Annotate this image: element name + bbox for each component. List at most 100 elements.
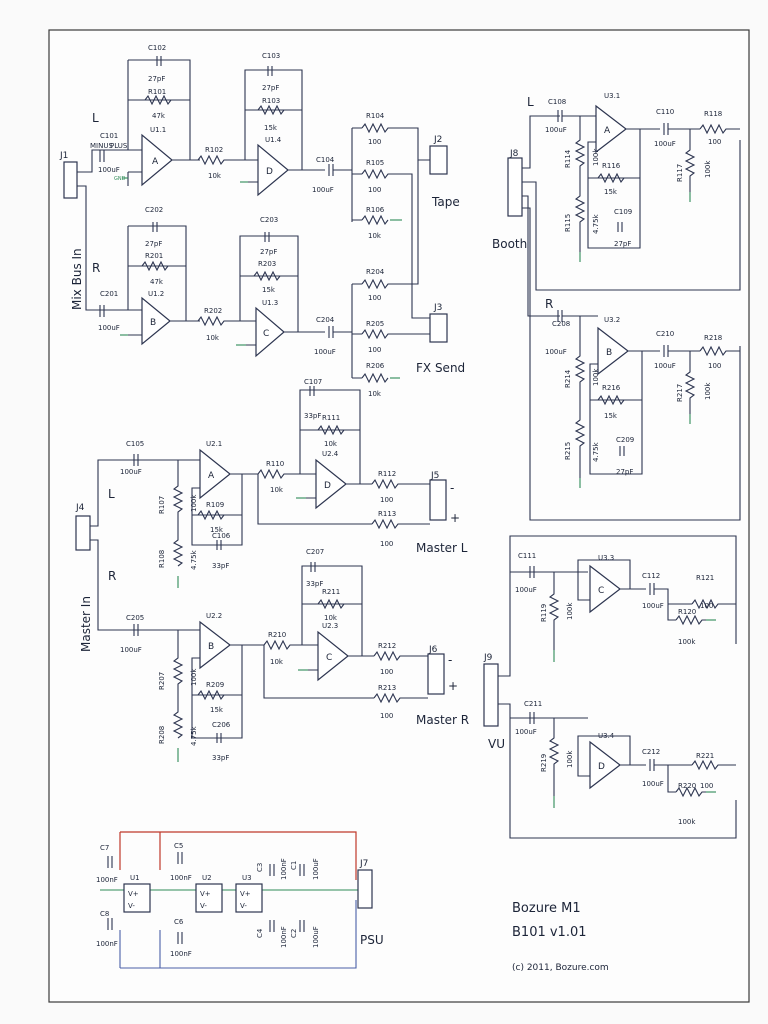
r211-ref: R211 [322, 588, 340, 596]
u3-4-opamp[interactable] [589, 740, 621, 790]
u2-2-opamp[interactable] [199, 620, 231, 670]
j7-label: J7 [359, 859, 368, 869]
r112-value: 100 [380, 496, 393, 504]
psu-label: PSU [360, 933, 384, 947]
r119-value: 100k [566, 602, 574, 620]
u2-1-opamp[interactable] [199, 448, 231, 500]
u3-4-unit: D [598, 762, 605, 772]
c5-symbol [177, 852, 183, 864]
u3-3-unit: C [598, 586, 604, 596]
r103-ref: R103 [262, 97, 280, 105]
r110-ref: R110 [266, 460, 284, 468]
vu-section: J9 VU C111 100uF R119 100k C U3.3 C112 1… [483, 535, 737, 839]
u3-power-ic[interactable] [235, 883, 263, 913]
u3-2-ref: U3.2 [604, 316, 620, 324]
r217-symbol [684, 351, 696, 414]
u2-1-unit: A [208, 471, 215, 481]
c105-symbol [133, 454, 139, 466]
c212-symbol [640, 759, 692, 793]
r114-value: 100k [592, 148, 600, 166]
r220-symbol [675, 786, 706, 798]
j7-connector[interactable] [357, 869, 373, 909]
r107-value: 100k [190, 494, 198, 512]
j2-connector[interactable] [429, 145, 448, 175]
u1-1-opamp[interactable] [141, 133, 173, 187]
u2-power-ic[interactable] [195, 883, 223, 913]
c106-symbol [216, 540, 222, 550]
r108-value: 4.75k [190, 549, 198, 570]
r107-ref: R107 [158, 496, 166, 514]
u2-3-opamp[interactable] [317, 630, 349, 682]
master-section: Master In L R J4 C105 100uF R107 100k R1… [75, 378, 469, 762]
r112-symbol [371, 478, 430, 490]
r203-value: 15k [262, 286, 276, 294]
c211-value: 100uF [515, 728, 537, 736]
mix-bus-section: Mix Bus In L R J1 C101 100uF MINUS PLUS … [59, 44, 465, 398]
j9-connector[interactable] [483, 663, 499, 727]
c110-ref: C110 [656, 108, 674, 116]
c103-ref: C103 [262, 52, 280, 60]
c107-value: 33pF [304, 412, 321, 420]
j8-connector[interactable] [507, 157, 523, 217]
c107-symbol [309, 386, 315, 396]
u1-1-unit: A [152, 157, 159, 167]
r212-ref: R212 [378, 642, 396, 650]
c204-symbol [312, 326, 352, 338]
c209-ref: C209 [616, 436, 634, 444]
r104-value: 100 [368, 138, 381, 146]
c3-ref: C3 [256, 863, 264, 872]
u2-vminus: V- [200, 902, 207, 910]
r101-symbol [144, 94, 172, 106]
r121-value: 100 [700, 602, 713, 610]
c3-symbol [269, 864, 275, 876]
c104-ref: C104 [316, 156, 335, 164]
c6-value: 100nF [170, 950, 192, 958]
u1-3-opamp[interactable] [255, 306, 285, 358]
u3-1-ref: U3.1 [604, 92, 620, 100]
c207-value: 33pF [306, 580, 323, 588]
u3-1-opamp[interactable] [595, 104, 627, 154]
r116-value: 15k [604, 188, 618, 196]
c201-value: 100uF [98, 324, 120, 332]
c6-ref: C6 [174, 918, 184, 926]
u3-3-opamp[interactable] [589, 564, 621, 614]
r204-symbol [361, 160, 419, 290]
u2-2-unit: B [208, 642, 214, 652]
j4-connector[interactable] [75, 515, 91, 551]
r103-symbol [257, 104, 285, 116]
r112-ref: R112 [378, 470, 396, 478]
r105-symbol [361, 168, 430, 319]
c112-ref: C112 [642, 572, 660, 580]
r114-r115-symbol [574, 116, 586, 252]
u2-1-wires [160, 459, 258, 546]
c111-ref: C111 [518, 552, 536, 560]
booth-label: Booth [492, 237, 527, 251]
u1-power-ic[interactable] [123, 883, 151, 913]
c206-symbol [216, 733, 222, 743]
r107-r108-symbol [172, 460, 184, 567]
j1-connector[interactable] [63, 161, 78, 199]
c109-symbol [617, 222, 623, 232]
r113-symbol [257, 474, 430, 530]
j3-connector[interactable] [429, 313, 448, 343]
u2-vplus: V+ [200, 890, 211, 898]
fx-send-label: FX Send [416, 361, 465, 375]
u1-2-opamp[interactable] [141, 296, 171, 346]
r118-value: 100 [708, 138, 721, 146]
c205-symbol [133, 624, 139, 636]
c202-symbol [152, 222, 158, 232]
c204-ref: C204 [316, 316, 335, 324]
r218-ref: R218 [704, 334, 722, 342]
u1-4-opamp[interactable] [257, 143, 289, 197]
r118-ref: R118 [704, 110, 722, 118]
j5-connector[interactable] [429, 479, 447, 521]
r212-value: 100 [380, 668, 393, 676]
j6-connector[interactable] [427, 653, 445, 695]
c201-ref: C201 [100, 290, 118, 298]
r105-value: 100 [368, 186, 381, 194]
r111-symbol [317, 424, 345, 436]
u2-4-opamp[interactable] [315, 458, 347, 510]
u3-2-opamp[interactable] [597, 326, 629, 376]
c202-value: 27pF [145, 240, 162, 248]
